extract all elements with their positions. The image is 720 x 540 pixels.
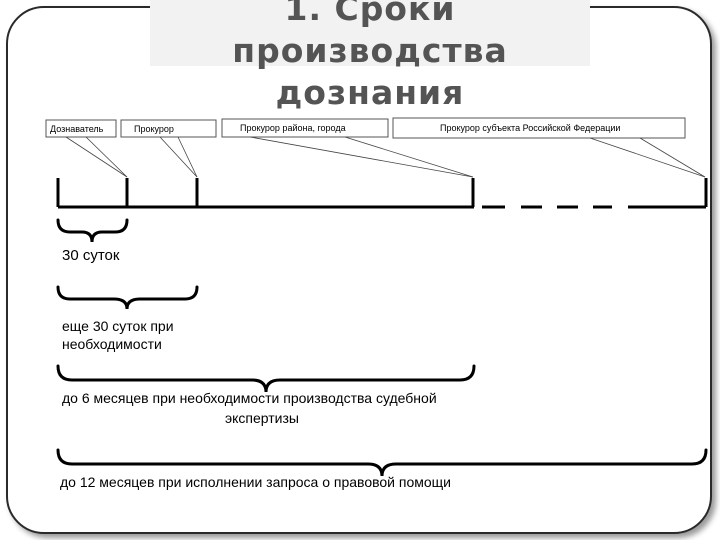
period-braces [56, 218, 708, 477]
title-background [150, 0, 590, 66]
period-label-60-days-line-1: еще 30 суток при [62, 318, 174, 334]
title-line-1: 1. Сроки производства [232, 0, 508, 70]
authority-label: Прокурор [134, 124, 174, 134]
authority-label: Прокурор субъекта Российской Федерации [440, 123, 620, 133]
authority-prokuror-rayona: Прокурор района, города [221, 118, 389, 138]
authority-label: Дознаватель [50, 124, 104, 134]
brace-60-days [56, 285, 199, 310]
period-label-60-days-line-2: необходимости [62, 336, 162, 352]
authority-prokuror: Прокурор [120, 119, 217, 138]
brace-6-months [56, 364, 476, 393]
authority-label: Прокурор района, города [240, 123, 346, 133]
authority-doznavatel: Дознаватель [45, 119, 117, 138]
period-label-30-days: 30 суток [62, 247, 120, 264]
slide-frame [6, 6, 712, 534]
period-label-12-months: до 12 месяцев при исполнении запроса о п… [60, 474, 451, 490]
brace-12-months [56, 448, 708, 477]
authority-prokuror-subekta: Прокурор субъекта Российской Федерации [392, 117, 686, 139]
period-label-6-months-line-2: экспертизы [225, 410, 299, 426]
callout-pointers [65, 136, 706, 178]
period-label-6-months-line-1: до 6 месяцев при необходимости производс… [62, 390, 437, 406]
slide-title: 1. Сроки производства дознания [150, 0, 590, 114]
title-line-2: дознания [275, 73, 465, 112]
timeline-axis [56, 178, 708, 209]
brace-30-days [56, 218, 129, 243]
